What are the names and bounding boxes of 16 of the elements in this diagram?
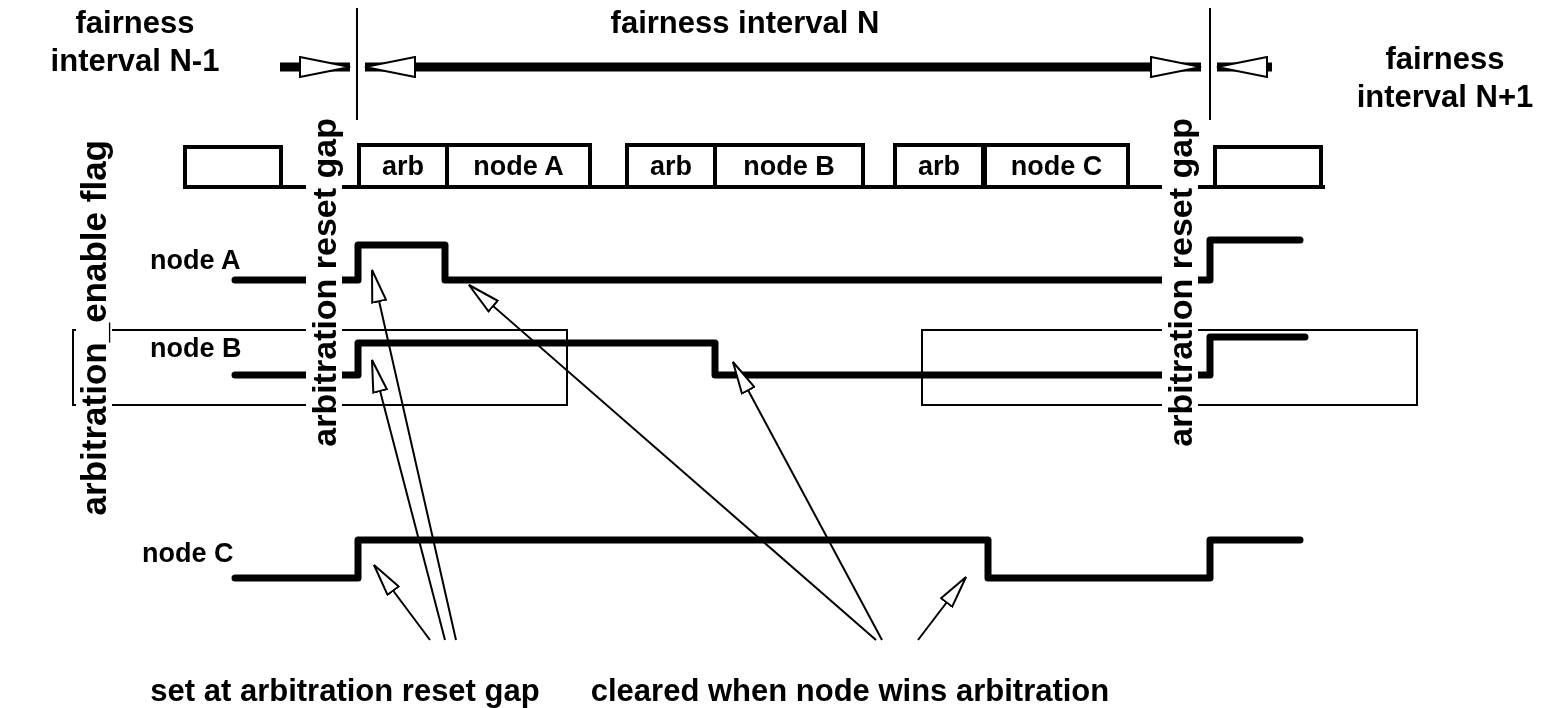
signal-waveform [231,536,1304,582]
vertical-label: arbitration_enable flag [76,140,112,516]
signal-name: node C [142,537,234,569]
signal-name: node A [150,244,241,276]
interval-label: fairness interval N+1 [1355,40,1535,116]
leader-line [371,359,446,641]
leader-line [917,576,967,641]
interval-label: fairness interval N [609,4,881,42]
vertical-label: arbitration reset gap [306,118,342,447]
leader-line [732,361,883,641]
leader-line [373,564,431,641]
signal-name: node B [150,332,242,364]
leader-line [468,284,877,641]
leader-line [371,269,457,641]
vertical-label: arbitration reset gap [1162,118,1198,447]
interval-label: fairness interval N-1 [49,4,221,80]
